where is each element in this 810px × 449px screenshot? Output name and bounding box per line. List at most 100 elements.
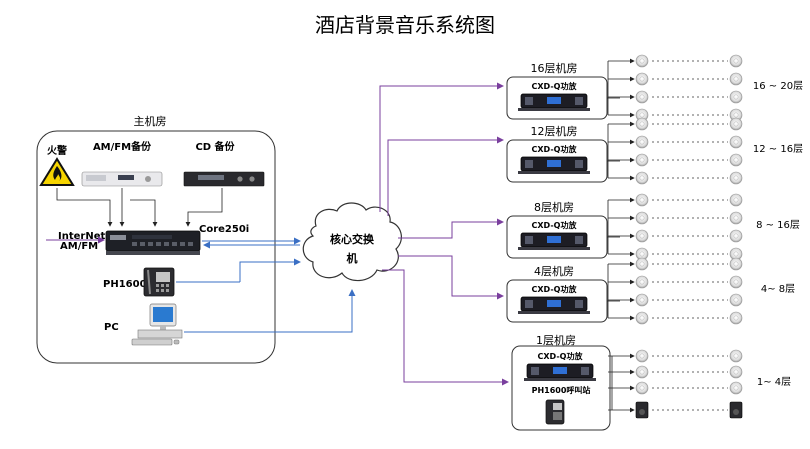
amp-model-label: CXD-Q功放 bbox=[532, 144, 578, 154]
amfm-backup-label: AM/FM备份 bbox=[93, 140, 152, 153]
speaker-line bbox=[608, 349, 743, 363]
ceiling-speaker-icon bbox=[635, 90, 649, 104]
speaker-bus bbox=[607, 200, 620, 254]
speaker-line bbox=[608, 381, 743, 395]
ceiling-speaker-icon bbox=[729, 293, 743, 307]
wall-speaker-icon bbox=[635, 401, 649, 419]
core250i-device bbox=[105, 230, 201, 255]
ceiling-speaker-icon bbox=[729, 211, 743, 225]
ground-room-label: 1层机房 bbox=[536, 333, 576, 347]
speaker-line bbox=[608, 275, 743, 289]
speaker-line bbox=[608, 247, 743, 261]
cxd-amplifier-device bbox=[518, 156, 590, 174]
speaker-line bbox=[608, 135, 743, 149]
ceiling-speaker-icon bbox=[635, 349, 649, 363]
cxd-amplifier-device bbox=[518, 232, 590, 250]
amp-room: 12层机房 CXD-Q功放 12 ~ 16层 bbox=[506, 117, 803, 185]
floor-range-label: 4~ 8层 bbox=[761, 283, 795, 295]
ceiling-speaker-icon bbox=[729, 381, 743, 395]
ceiling-speaker-icon bbox=[729, 72, 743, 86]
ceiling-speaker-icon bbox=[635, 229, 649, 243]
ph1600-paging-station bbox=[143, 267, 175, 297]
ceiling-speaker-icon bbox=[729, 275, 743, 289]
pc-label: PC bbox=[104, 322, 119, 333]
ceiling-speaker-icon bbox=[729, 311, 743, 325]
floor-range-label: 12 ~ 16层 bbox=[753, 143, 803, 155]
floor-range-label: 16 ~ 20层 bbox=[753, 80, 803, 92]
ceiling-speaker-icon bbox=[729, 153, 743, 167]
speaker-line bbox=[608, 108, 743, 122]
ph1600-station-label: PH1600呼叫站 bbox=[532, 385, 591, 395]
cxd-amplifier-device bbox=[524, 363, 596, 381]
switch-label-line1: 核心交换 bbox=[330, 232, 375, 246]
amp-room-label: 12层机房 bbox=[531, 124, 578, 138]
speaker-line bbox=[608, 229, 743, 243]
speaker-line bbox=[608, 153, 743, 167]
ceiling-speaker-icon bbox=[635, 54, 649, 68]
switch-label-line2: 机 bbox=[347, 251, 358, 265]
ceiling-speaker-icon bbox=[635, 135, 649, 149]
ground-amp-model-label: CXD-Q功放 bbox=[538, 351, 584, 361]
speaker-line bbox=[608, 293, 743, 307]
ceiling-speaker-icon bbox=[635, 193, 649, 207]
floor-range-label: 1~ 4层 bbox=[757, 376, 791, 388]
cxd-amplifier-device bbox=[518, 93, 590, 111]
speaker-line bbox=[608, 311, 743, 325]
speaker-line bbox=[608, 257, 743, 271]
main-switch-links bbox=[176, 237, 356, 333]
ceiling-speaker-icon bbox=[729, 365, 743, 379]
ceiling-speaker-icon bbox=[635, 275, 649, 289]
amp-room-label: 16层机房 bbox=[531, 61, 578, 75]
ceiling-speaker-icon bbox=[729, 229, 743, 243]
core-label: Core250i bbox=[199, 224, 249, 235]
speaker-line bbox=[608, 401, 743, 419]
speaker-bus bbox=[607, 61, 620, 115]
speaker-line bbox=[608, 72, 743, 86]
ceiling-speaker-icon bbox=[635, 72, 649, 86]
cxd-amplifier-device bbox=[518, 296, 590, 314]
ceiling-speaker-icon bbox=[729, 90, 743, 104]
amp-model-label: CXD-Q功放 bbox=[532, 220, 578, 230]
switch-room-links bbox=[379, 82, 509, 386]
ceiling-speaker-icon bbox=[635, 293, 649, 307]
internet-label: InterNet bbox=[58, 231, 105, 242]
speaker-line bbox=[608, 365, 743, 379]
ceiling-speaker-icon bbox=[635, 171, 649, 185]
ground-floor-room: 1层机房 CXD-Q功放 PH1600呼叫站 1~ 4层 bbox=[511, 333, 791, 431]
amp-room-label: 8层机房 bbox=[534, 200, 574, 214]
ceiling-speaker-icon bbox=[729, 54, 743, 68]
cd-backup-label: CD 备份 bbox=[195, 140, 235, 153]
ceiling-speaker-icon bbox=[729, 349, 743, 363]
ph1600-paging-station bbox=[545, 399, 565, 425]
main-room: 主机房 火警 AM/FM备份 CD 备份 Core250i bbox=[36, 114, 276, 364]
ceiling-speaker-icon bbox=[729, 171, 743, 185]
core-switch-cloud: 核心交换 机 bbox=[302, 202, 402, 282]
amfm-tuner-device bbox=[81, 171, 163, 187]
ceiling-speaker-icon bbox=[729, 193, 743, 207]
floor-range-label: 8 ~ 16层 bbox=[756, 219, 800, 231]
ceiling-speaker-icon bbox=[729, 135, 743, 149]
speaker-line bbox=[608, 54, 743, 68]
ceiling-speaker-icon bbox=[635, 311, 649, 325]
speaker-line bbox=[608, 90, 743, 104]
pc-computer-icon bbox=[131, 303, 183, 346]
ceiling-speaker-icon bbox=[635, 381, 649, 395]
ceiling-speaker-icon bbox=[635, 257, 649, 271]
amfm-input-label: AM/FM bbox=[60, 241, 98, 252]
speaker-line bbox=[608, 193, 743, 207]
fire-warning-icon bbox=[39, 157, 75, 186]
cd-player-device bbox=[183, 171, 265, 187]
ph1600-label: PH1600 bbox=[103, 279, 147, 290]
main-room-label: 主机房 bbox=[134, 114, 167, 128]
speaker-line bbox=[608, 171, 743, 185]
fire-alarm-label: 火警 bbox=[47, 144, 67, 157]
ceiling-speaker-icon bbox=[635, 365, 649, 379]
ceiling-speaker-icon bbox=[729, 108, 743, 122]
ceiling-speaker-icon bbox=[635, 153, 649, 167]
diagram-title: 酒店背景音乐系统图 bbox=[315, 13, 495, 37]
ceiling-speaker-icon bbox=[635, 247, 649, 261]
